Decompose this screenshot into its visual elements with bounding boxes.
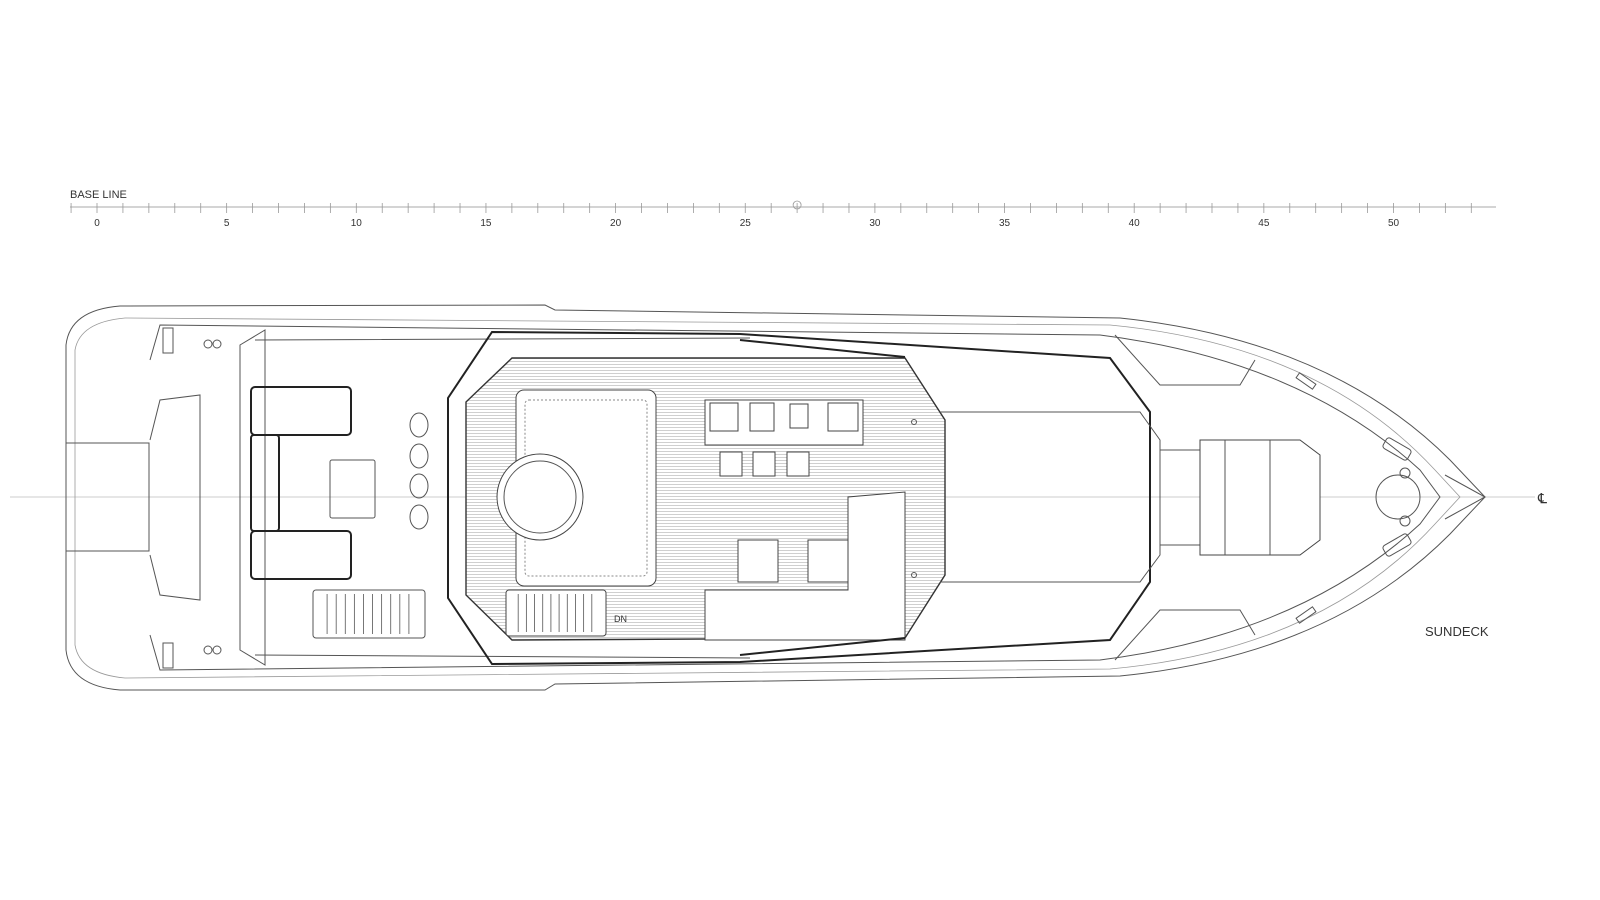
aft-deck-frame <box>239 329 266 666</box>
aft-deck-rail <box>254 337 751 659</box>
bollard-icon <box>1399 515 1411 527</box>
aft-cleat-stbd <box>162 642 174 669</box>
cleat-icon <box>1295 372 1317 390</box>
bollard-icon <box>203 339 213 349</box>
windlass-icon <box>1382 533 1412 557</box>
ruler-tick-labels: 0 5 10 15 20 25 30 35 40 45 50 <box>94 218 1399 229</box>
side-table <box>737 539 779 583</box>
ruler-ticks <box>70 203 1472 213</box>
bar-cabinet <box>827 402 859 432</box>
deck-label: SUNDECK <box>1425 624 1489 639</box>
bollard-icon <box>212 339 222 349</box>
ruler-tick-label: 15 <box>480 218 492 229</box>
bar-stool <box>786 451 810 477</box>
bar-cabinet <box>749 402 775 432</box>
ruler-tick-label: 20 <box>610 218 622 229</box>
transom-step <box>149 394 201 601</box>
bar-sink <box>789 403 809 429</box>
aft-lounge <box>250 386 429 639</box>
stair-label: DN <box>614 614 627 624</box>
bollard-icon <box>203 645 213 655</box>
bar-stool <box>719 451 743 477</box>
ruler-tick-label: 30 <box>869 218 881 229</box>
bar-cabinet <box>709 402 739 432</box>
ruler-marker <box>792 200 802 210</box>
stern-platform <box>65 442 150 552</box>
windlass-icon <box>1382 437 1412 461</box>
l-seating <box>704 491 906 641</box>
forward-seat <box>1160 449 1201 546</box>
sunpad-seams <box>1224 440 1271 555</box>
windshield <box>940 411 1161 583</box>
side-table <box>807 539 849 583</box>
hardtop-rails <box>739 339 906 656</box>
jacuzzi-inner <box>503 460 577 534</box>
ruler-tick-label: 40 <box>1129 218 1141 229</box>
bow-sunpad <box>1199 439 1321 556</box>
hardtop-area: DN <box>447 330 1151 666</box>
bollard-icon <box>1399 467 1411 479</box>
base-line-label: BASE LINE <box>70 189 127 201</box>
coffee-table <box>329 459 376 519</box>
ruler-tick-label: 50 <box>1388 218 1400 229</box>
ruler-tick-label: 5 <box>224 218 230 229</box>
aft-cleat-port <box>162 327 174 354</box>
hardtop-outline <box>447 330 1151 666</box>
hull-inner-line <box>74 317 1461 679</box>
bar-stool <box>752 451 776 477</box>
sunpad-inner <box>524 399 648 577</box>
fixing-point <box>911 419 917 425</box>
sofa-cushion <box>250 530 352 580</box>
fixing-point <box>911 572 917 578</box>
bow-tip <box>1444 474 1487 520</box>
stairs-aft <box>312 589 426 639</box>
ruler-tick-label: 10 <box>351 218 363 229</box>
sofa-cushion <box>250 386 352 436</box>
centerline-symbol: ℄ <box>1537 490 1547 506</box>
anchor-well <box>1375 474 1421 520</box>
base-line-ruler: BASE LINE 0 5 10 15 20 25 30 35 40 45 50 <box>70 189 1496 229</box>
helm-seats <box>409 412 429 530</box>
cleat-icon <box>1295 606 1317 624</box>
hull-outline <box>65 304 1486 691</box>
foredeck <box>940 334 1421 661</box>
ruler-tick-label: 25 <box>740 218 752 229</box>
stairs-down <box>505 589 607 637</box>
bollard-icon <box>212 645 222 655</box>
ruler-tick-label: 0 <box>94 218 100 229</box>
hull <box>65 304 1487 691</box>
jacuzzi <box>496 453 584 541</box>
ruler-tick-label: 45 <box>1258 218 1270 229</box>
bulwark-line <box>149 324 1441 671</box>
side-deck-steps <box>1114 334 1256 661</box>
ruler-tick-label: 35 <box>999 218 1011 229</box>
